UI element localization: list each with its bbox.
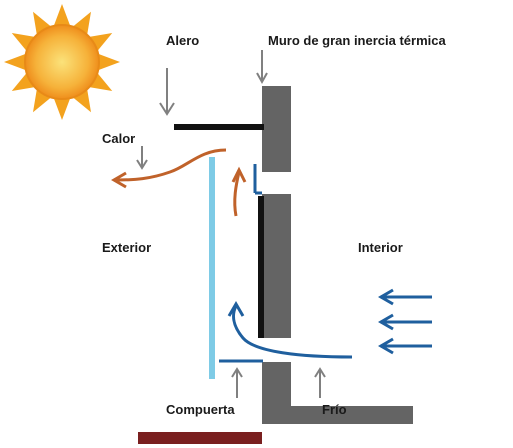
interior-incoming-arrows <box>378 288 432 355</box>
label-alero: Alero <box>166 33 200 48</box>
label-frio: Frío <box>322 402 347 417</box>
wall-upper-vent <box>262 172 291 194</box>
sun-icon <box>4 4 120 120</box>
label-interior: Interior <box>358 240 403 255</box>
exterior-floor <box>138 432 262 444</box>
cold-air-arrow <box>227 301 353 359</box>
overhang <box>174 124 264 130</box>
label-calor: Calor <box>102 131 136 146</box>
heat-exit-arrow <box>111 148 227 189</box>
wall-lower-block <box>262 196 413 424</box>
label-compuerta: Compuerta <box>166 402 235 417</box>
label-exterior: Exterior <box>102 240 152 255</box>
glazing <box>209 157 215 379</box>
absorber-surface <box>258 196 264 338</box>
label-muro: Muro de gran inercia térmica <box>268 33 446 48</box>
warm-air-rising-arrow <box>231 166 247 217</box>
pointer-arrows <box>136 50 326 398</box>
